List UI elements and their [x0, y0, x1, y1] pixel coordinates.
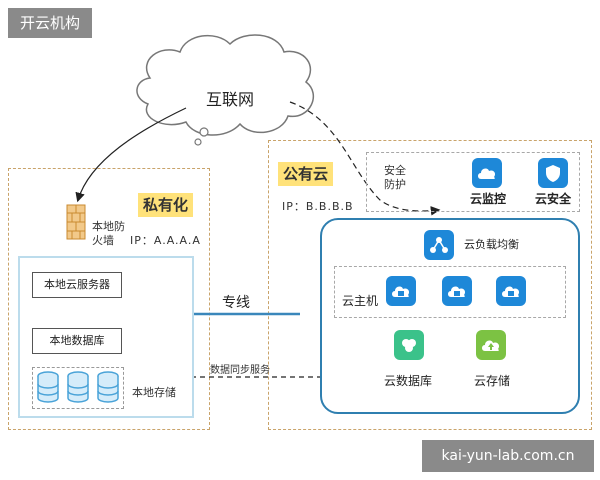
public-ip: IP：B.B.B.B [282, 200, 354, 213]
private-cloud-region [8, 168, 210, 430]
security-label: 安全 防护 [384, 164, 406, 191]
private-cloud-title: 私有化 [138, 193, 194, 217]
internet-public-link [289, 101, 441, 216]
load-balancer-label: 云负载均衡 [464, 238, 519, 251]
public-cloud-region [268, 140, 592, 430]
cloud-storage-label: 云存储 [474, 374, 511, 388]
local-storage-box [32, 367, 124, 409]
private-ip: IP：A.A.A.A [130, 234, 201, 247]
host-icon-1 [386, 276, 416, 306]
sync-label: 数据同步服务 [210, 365, 270, 376]
storage-cylinders-icon [34, 371, 122, 409]
cloud-monitor-label: 云监控 [469, 192, 506, 206]
host-label: 云主机 [342, 294, 379, 308]
watermark-tag: kai-yun-lab.com.cn [422, 440, 594, 472]
cloud-security-icon [538, 158, 568, 188]
security-box [366, 152, 580, 212]
corner-tag: 开云机构 [8, 8, 92, 38]
internet-label: 互联网 [206, 90, 255, 109]
firewall-label: 本地防 火墙 [92, 220, 125, 247]
local-storage-label: 本地存储 [132, 386, 176, 399]
cloud-monitor-icon [472, 158, 502, 188]
cloud-security-label: 云安全 [534, 192, 571, 206]
firewall-icon [66, 204, 86, 244]
load-balancer-icon [424, 230, 454, 260]
host-icon-2 [442, 276, 472, 306]
public-cloud-title: 公有云 [278, 162, 334, 186]
cloud-database-label: 云数据库 [384, 374, 433, 388]
host-row-box [334, 266, 566, 318]
local-server-box: 本地云服务器 [32, 272, 122, 298]
local-db-box: 本地数据库 [32, 328, 122, 354]
cloud-database-icon [394, 330, 424, 360]
cloud-storage-icon [476, 330, 506, 360]
host-icon-3 [496, 276, 526, 306]
dedicated-line-label: 专线 [222, 295, 250, 311]
internet-firewall-link [75, 107, 187, 203]
